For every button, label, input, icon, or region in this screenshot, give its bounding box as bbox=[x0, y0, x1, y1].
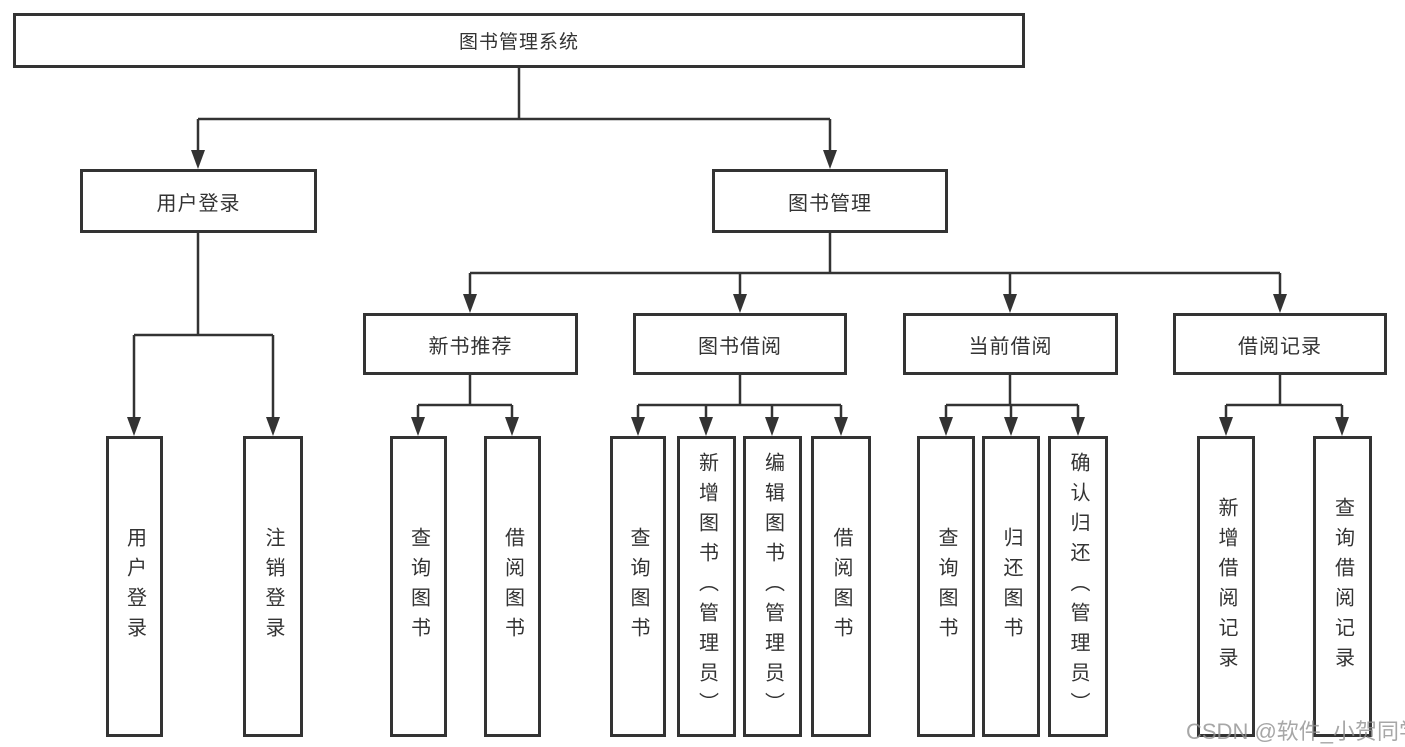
leaf-logout: 注销登录 bbox=[243, 436, 303, 737]
leaf-add-books-admin: 新增图书（管理员） bbox=[677, 436, 736, 737]
leaf-query-books-recommend: 查询图书 bbox=[390, 436, 447, 737]
leaf-query-books-current: 查询图书 bbox=[917, 436, 975, 737]
leaf-borrow-books: 借阅图书 bbox=[811, 436, 871, 737]
csdn-watermark: CSDN @软件_小贺同学 bbox=[1186, 719, 1405, 744]
leaf-edit-books-admin: 编辑图书（管理员） bbox=[743, 436, 802, 737]
node-book-management-branch: 图书管理 bbox=[712, 169, 948, 233]
leaf-borrow-books-recommend: 借阅图书 bbox=[484, 436, 541, 737]
leaf-query-borrow-record: 查询借阅记录 bbox=[1313, 436, 1372, 737]
node-book-borrowing: 图书借阅 bbox=[633, 313, 847, 375]
node-current-borrowing: 当前借阅 bbox=[903, 313, 1118, 375]
node-library-management-system: 图书管理系统 bbox=[13, 13, 1025, 68]
leaf-confirm-return-admin: 确认归还（管理员） bbox=[1048, 436, 1108, 737]
arrowheads bbox=[127, 150, 1349, 436]
leaf-user-login: 用户登录 bbox=[106, 436, 163, 737]
leaf-return-books: 归还图书 bbox=[982, 436, 1040, 737]
node-user-login-branch: 用户登录 bbox=[80, 169, 317, 233]
node-borrowing-records: 借阅记录 bbox=[1173, 313, 1387, 375]
node-new-book-recommendation: 新书推荐 bbox=[363, 313, 578, 375]
leaf-query-books-borrowing: 查询图书 bbox=[610, 436, 666, 737]
leaf-add-borrow-record: 新增借阅记录 bbox=[1197, 436, 1255, 737]
